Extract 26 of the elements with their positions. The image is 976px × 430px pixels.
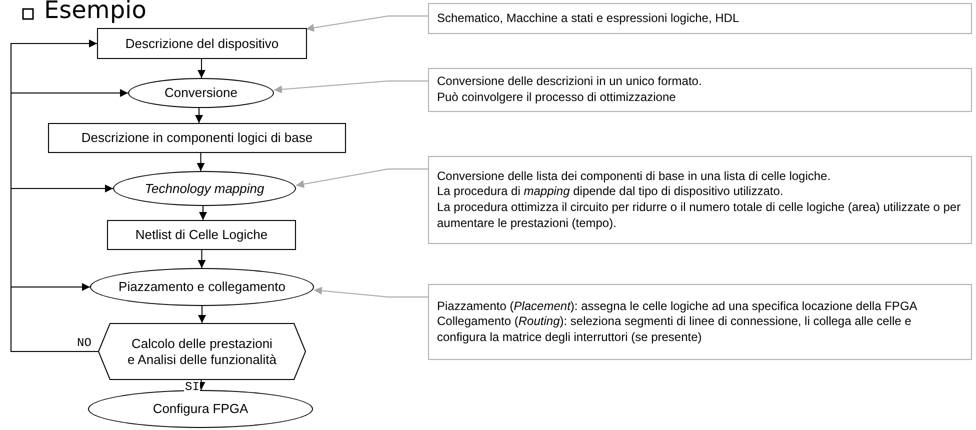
- note-box: Piazzamento (Placement): assegna le celle logiche ad una specifica locazione della FPGA Collegamento (Routing): seleziona segmenti di linee di connessione, li collega alle celle e configura la matrice degli interruttori (se presente): [428, 284, 972, 360]
- arrow: [198, 306, 206, 324]
- arrow: [198, 58, 206, 78]
- decision-hexagon: Calcolo delle prestazioni e Analisi delle funzionalità: [98, 323, 306, 380]
- process-ellipse: Configura FPGA: [88, 390, 313, 428]
- leader-arrow: [306, 16, 428, 32]
- title: Esempio: [44, 0, 146, 24]
- edge-label: NO: [76, 337, 92, 349]
- arrow: [195, 108, 203, 124]
- arrow: [196, 152, 205, 172]
- note-box: Conversione delle lista dei componenti di base in una lista di celle logiche. La procedura di mapping dipende dal tipo di dispositivo utilizzato. La procedura ottimizza il circuito per ridurre o il numero totale di celle logiche (area) utilizzate o per aumentare le prestazioni (tempo).: [428, 156, 972, 244]
- arrow: [198, 250, 206, 268]
- process-ellipse: Conversione: [128, 78, 274, 108]
- note-box: Schematico, Macchine a stati e espressioni logiche, HDL: [428, 3, 972, 34]
- edge-label: SI: [184, 381, 200, 393]
- arrow: [199, 206, 207, 220]
- leader-arrow: [314, 286, 428, 298]
- arrow: [10, 283, 98, 352]
- leader-arrow: [296, 168, 428, 188]
- process-ellipse: Piazzamento e collegamento: [90, 268, 314, 306]
- process-box: Netlist di Celle Logiche: [107, 220, 296, 250]
- process-box: Descrizione in componenti logici di base: [48, 123, 346, 153]
- note-box: Conversione delle descrizioni in un unico formato. Può coinvolgere il processo di ottimizzazione: [428, 68, 972, 112]
- leader-arrow: [274, 80, 428, 94]
- process-box: Descrizione del dispositivo: [97, 28, 307, 59]
- process-ellipse: Technology mapping: [113, 171, 296, 206]
